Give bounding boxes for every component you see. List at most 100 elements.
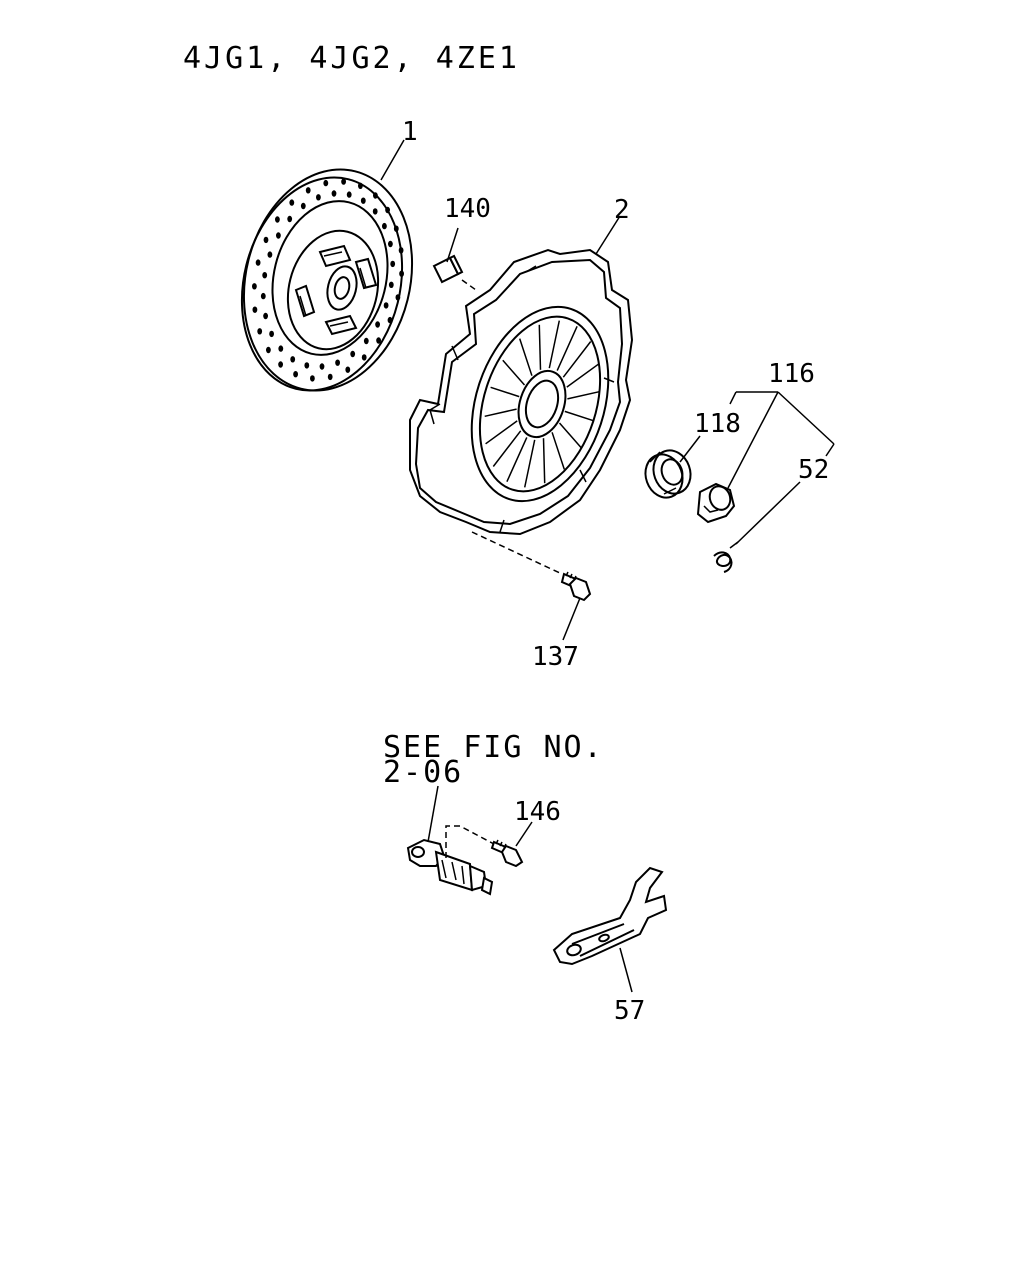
disc-rivet <box>252 306 258 313</box>
spring-finger <box>556 325 578 371</box>
disc-rivet <box>390 260 396 268</box>
pressure-plate <box>409 248 634 536</box>
disc-rivet <box>257 328 263 335</box>
leader-2-06 <box>427 785 439 843</box>
leader-146 <box>515 821 533 847</box>
disc-rivet <box>341 178 346 185</box>
disc-rivet <box>358 182 363 189</box>
spring-finger <box>542 438 546 484</box>
callout-137: 137 <box>532 642 579 672</box>
leader-137 <box>562 597 581 641</box>
bracket-116 <box>727 391 835 489</box>
spring-finger <box>490 386 520 398</box>
disc-rivet <box>252 283 257 290</box>
shift-fork <box>552 866 668 966</box>
disc-rivet <box>393 225 399 232</box>
callout-116: 116 <box>768 359 815 389</box>
release-bearing <box>644 449 692 499</box>
disc-rivet <box>385 206 390 214</box>
clutch-disc <box>240 168 414 392</box>
disc-rivet <box>346 191 352 198</box>
callout-140: 140 <box>444 194 491 224</box>
disc-rivet <box>278 345 284 352</box>
spring-finger <box>518 338 533 376</box>
disc-rivet <box>287 215 293 223</box>
disc-rivet <box>310 375 315 382</box>
disc-rivet <box>382 222 387 230</box>
spring-finger <box>484 408 517 418</box>
disc-rivet <box>361 354 367 361</box>
see-fig-note-line1: SEE FIG NO. <box>383 730 604 765</box>
spring-finger <box>551 432 566 470</box>
callout-118: 118 <box>694 409 741 439</box>
callout-2: 2 <box>614 195 630 225</box>
spring-finger <box>506 437 528 483</box>
disc-rivet <box>255 259 261 266</box>
disc-rivet <box>376 337 381 344</box>
disc-rivet <box>363 337 369 345</box>
disc-rivet <box>278 361 283 368</box>
disc-rivet <box>375 321 380 328</box>
disc-rivet <box>275 216 280 223</box>
disc-rivet <box>399 270 404 277</box>
disc-rivet <box>260 292 266 300</box>
disc-rivet <box>372 208 378 215</box>
disc-rivet <box>327 373 333 381</box>
disc-rivet <box>262 272 268 279</box>
disc-rivet <box>395 294 401 301</box>
dowel-pin <box>432 254 477 291</box>
disc-rivet <box>335 359 340 366</box>
disc-rivet <box>331 190 337 197</box>
leader-140 <box>446 227 459 263</box>
disc-rivet <box>263 312 268 320</box>
leader-1 <box>380 139 405 181</box>
disc-rivet <box>293 371 298 378</box>
disc-rivet <box>316 194 321 201</box>
disc-rivet <box>383 302 389 309</box>
spring-finger <box>558 422 582 449</box>
spring-finger <box>567 390 600 400</box>
spring-finger <box>564 410 594 422</box>
leader-52 <box>735 481 801 545</box>
cover-bolt <box>471 531 592 602</box>
disc-rivet <box>266 346 271 354</box>
callout-1: 1 <box>402 117 418 147</box>
disc-rivet <box>305 187 311 194</box>
disc-rivet <box>289 199 295 206</box>
disc-rivet <box>388 240 393 248</box>
leader-57 <box>619 947 633 993</box>
disc-rivet <box>388 281 394 288</box>
callout-146: 146 <box>514 797 561 827</box>
spring-finger <box>492 430 522 467</box>
callout-52: 52 <box>798 455 829 485</box>
see-fig-note-line2: 2-06 <box>383 755 463 790</box>
callout-57: 57 <box>614 996 645 1026</box>
leader-2 <box>595 215 621 255</box>
disc-rivet <box>267 251 273 258</box>
spring-finger <box>548 320 561 369</box>
leader-118 <box>679 435 701 463</box>
disc-rivet <box>350 350 356 358</box>
spring-finger <box>523 439 536 488</box>
engine-models-title: 4JG1, 4JG2, 4ZE1 <box>183 41 520 76</box>
disc-rivet <box>300 202 306 210</box>
spring-finger <box>562 341 592 378</box>
spring-finger <box>538 324 542 370</box>
disc-rivet <box>276 232 281 239</box>
slave-bolt <box>445 825 524 868</box>
spring-finger <box>566 363 599 388</box>
release-bearing-hub <box>696 482 736 524</box>
disc-rivet <box>387 316 393 324</box>
spring-finger <box>485 420 518 445</box>
disc-rivet <box>345 366 351 373</box>
disc-rivet <box>290 356 296 363</box>
slave-cylinder <box>406 838 494 896</box>
disc-rivet <box>263 236 269 244</box>
disc-rivet <box>360 197 366 204</box>
retaining-clip <box>713 541 739 573</box>
disc-rivet <box>398 247 404 254</box>
spring-finger <box>502 359 526 386</box>
disc-rivet <box>319 363 325 370</box>
disc-rivet <box>304 362 310 369</box>
